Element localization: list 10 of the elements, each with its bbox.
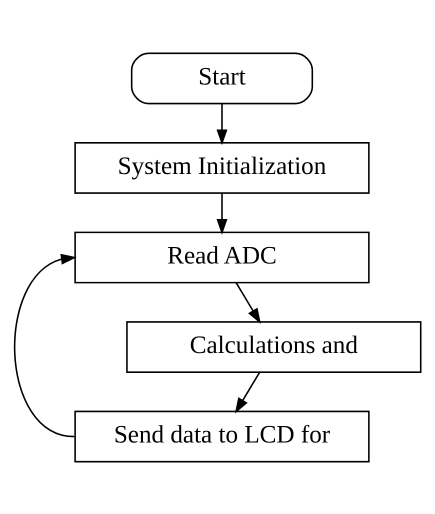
arrow: [14, 253, 77, 437]
arrow: [235, 282, 261, 324]
node-box: System Initialization: [74, 142, 370, 194]
arrow: [216, 103, 228, 145]
node-box: Calculations and: [126, 320, 422, 372]
node-box: Send data to LCD for: [74, 410, 370, 462]
node-box: Read ADC: [74, 231, 370, 283]
arrow: [216, 192, 228, 234]
arrow: [234, 371, 260, 413]
node-box: Start: [130, 52, 314, 104]
